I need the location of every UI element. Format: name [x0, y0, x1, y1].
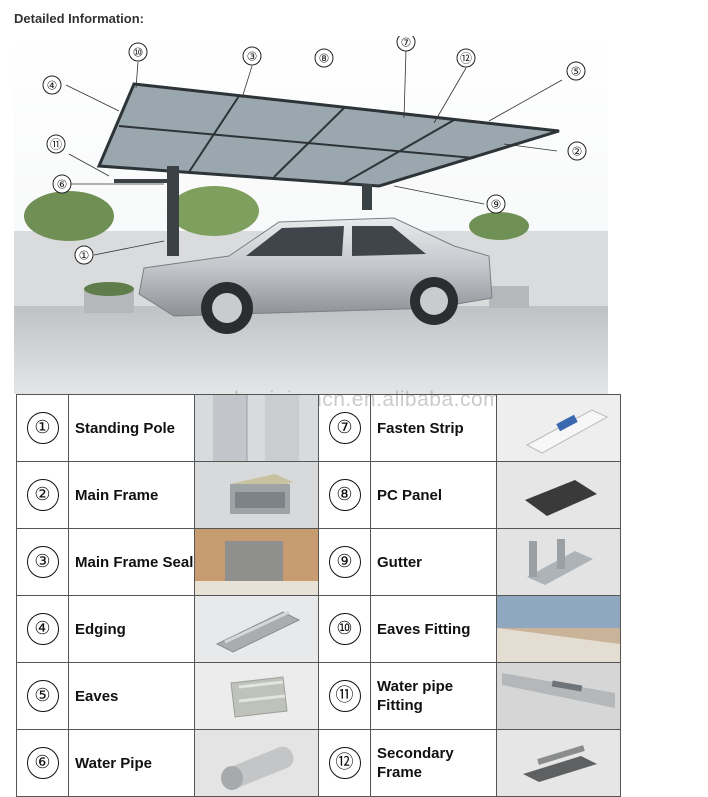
table-row: ⑤ Eaves ⑪ Water pipe Fitting [16, 662, 621, 730]
part-number-cell: ⑧ [318, 461, 371, 529]
callout-12: ⑫ [456, 48, 476, 68]
svg-text:⑫: ⑫ [460, 52, 472, 66]
strip-photo [496, 394, 621, 462]
table-row: ① Standing Pole ⑦ Fasten Strip [16, 394, 621, 462]
part-number: ⑫ [328, 747, 361, 779]
part-name: Water Pipe [68, 729, 195, 797]
part-number-cell: ⑦ [318, 394, 371, 462]
table-row: ④ Edging ⑩ Eaves Fitting [16, 595, 621, 663]
svg-text:③: ③ [247, 50, 258, 64]
part-name: Main Frame [68, 461, 195, 529]
svg-text:⑤: ⑤ [571, 65, 582, 79]
svg-text:⑨: ⑨ [491, 198, 502, 212]
table-row: ③ Main Frame Seal ⑨ Gutter [16, 528, 621, 596]
part-name: Standing Pole [68, 394, 195, 462]
part-number: ⑧ [328, 479, 361, 511]
callout-10: ⑩ [128, 42, 148, 62]
svg-text:②: ② [572, 145, 583, 159]
part-number-cell: ① [16, 394, 69, 462]
callout-6: ⑥ [52, 174, 72, 194]
section-heading: Detailed Information: [14, 11, 145, 26]
part-number-cell: ⑨ [318, 528, 371, 596]
part-number: ③ [26, 546, 59, 578]
pipe-photo [194, 729, 319, 797]
part-name: Fasten Strip [370, 394, 497, 462]
part-name: Eaves Fitting [370, 595, 497, 663]
svg-text:⑦: ⑦ [401, 36, 412, 50]
part-name: Gutter [370, 528, 497, 596]
gutter-photo [496, 528, 621, 596]
part-number-cell: ⑫ [318, 729, 371, 797]
callout-4: ④ [42, 75, 62, 95]
part-number: ⑨ [328, 546, 361, 578]
part-number: ⑦ [328, 412, 361, 444]
svg-text:⑪: ⑪ [50, 138, 62, 152]
part-name: Secondary Frame [370, 729, 497, 797]
part-number-cell: ⑥ [16, 729, 69, 797]
svg-text:④: ④ [47, 79, 58, 93]
callout-8: ⑧ [314, 48, 334, 68]
callout-5: ⑤ [566, 61, 586, 81]
part-name: Edging [68, 595, 195, 663]
callout-3: ③ [242, 46, 262, 66]
part-number-cell: ⑩ [318, 595, 371, 663]
part-name: Main Frame Seal [68, 528, 195, 596]
fitting-photo [496, 595, 621, 663]
callout-2: ② [567, 141, 587, 161]
callout-1: ① [74, 245, 94, 265]
part-number: ⑥ [26, 747, 59, 779]
part-number: ② [26, 479, 59, 511]
svg-text:⑥: ⑥ [57, 178, 68, 192]
svg-text:⑧: ⑧ [319, 52, 330, 66]
callout-11: ⑪ [46, 134, 66, 154]
part-number: ⑤ [26, 680, 59, 712]
part-number: ④ [26, 613, 59, 645]
part-name: Water pipe Fitting [370, 662, 497, 730]
part-number-cell: ⑤ [16, 662, 69, 730]
part-number: ① [26, 412, 59, 444]
seal-photo [194, 528, 319, 596]
svg-text:⑩: ⑩ [133, 46, 144, 60]
svg-text:①: ① [79, 249, 90, 263]
pole-photo [194, 394, 319, 462]
part-number-cell: ④ [16, 595, 69, 663]
part-name: PC Panel [370, 461, 497, 529]
panel-photo [496, 461, 621, 529]
part-number: ⑩ [328, 613, 361, 645]
secondary-frame-photo [496, 729, 621, 797]
carport-photo: ① ② ③ ④ ⑤ ⑥ ⑦ ⑧ ⑨ ⑩ ⑪ ⑫ [14, 36, 608, 394]
callout-7: ⑦ [396, 36, 416, 52]
pipe-fitting-photo [496, 662, 621, 730]
part-number: ⑪ [328, 680, 361, 712]
eaves-photo [194, 662, 319, 730]
part-name: Eaves [68, 662, 195, 730]
callout-9: ⑨ [486, 194, 506, 214]
frame-photo [194, 461, 319, 529]
table-row: ② Main Frame ⑧ PC Panel [16, 461, 621, 529]
part-number-cell: ② [16, 461, 69, 529]
edging-photo [194, 595, 319, 663]
part-number-cell: ⑪ [318, 662, 371, 730]
part-number-cell: ③ [16, 528, 69, 596]
table-row: ⑥ Water Pipe ⑫ Secondary Frame [16, 729, 621, 797]
